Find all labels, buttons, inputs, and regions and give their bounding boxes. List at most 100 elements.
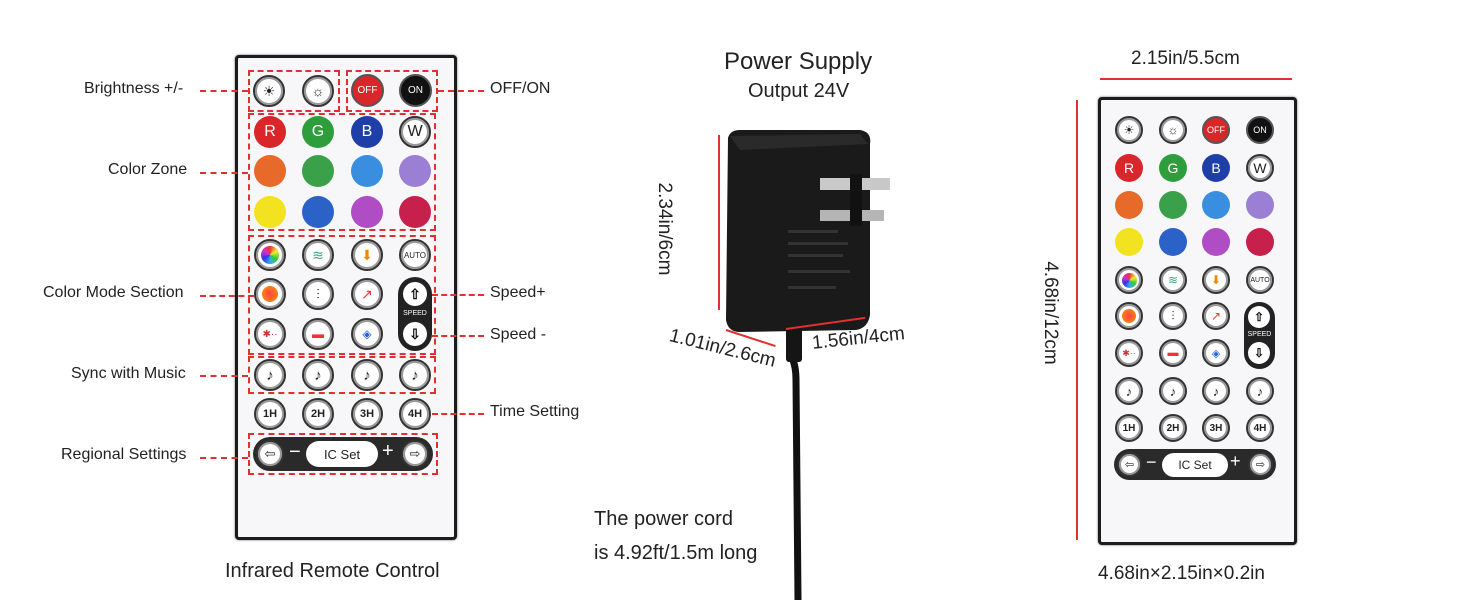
music-note-icon[interactable]: ♪ [1115,377,1143,405]
strobe-icon[interactable]: ✱·· [254,318,286,350]
blue2-button[interactable] [1159,228,1187,256]
green2-button[interactable] [302,155,334,187]
right-arrow-icon[interactable]: ⇨ [1248,452,1273,477]
brightness-up-icon[interactable]: ☀ [1115,116,1143,144]
white-button[interactable]: W [1246,154,1274,182]
timer-4h-button[interactable]: 4H [1246,414,1274,442]
flash-icon[interactable] [254,278,286,310]
equalizer-icon[interactable]: ⫶ [1159,302,1187,330]
speed-up-button[interactable]: ⇧ [403,282,427,306]
right-arrow-icon[interactable]: ⇨ [401,440,429,468]
speed-down-button[interactable]: ⇩ [403,322,427,346]
green-button[interactable]: G [302,116,334,148]
leader [200,90,248,92]
white-button[interactable]: W [399,116,431,148]
lavender-button[interactable] [399,155,431,187]
power-adapter [726,130,890,600]
sky-button[interactable] [351,155,383,187]
timer-3h-button[interactable]: 3H [1202,414,1230,442]
music-note-icon[interactable]: ♪ [302,359,334,391]
ic-set-button[interactable]: IC Set [306,441,378,467]
brightness-down-icon[interactable]: ☼ [302,75,334,107]
speed-control: ⇧ SPEED ⇩ [398,277,432,351]
wave-icon[interactable]: ≋ [302,239,334,271]
yellow-button[interactable] [1115,228,1143,256]
lavender-button[interactable] [1246,191,1274,219]
timer-1h-button[interactable]: 1H [254,398,286,430]
orange-button[interactable] [1115,191,1143,219]
timer-2h-button[interactable]: 2H [302,398,334,430]
violet-button[interactable] [351,196,383,228]
left-arrow-icon[interactable]: ⇦ [256,440,284,468]
auto-button[interactable]: AUTO [1246,266,1274,294]
music-note-icon[interactable]: ♪ [1246,377,1274,405]
auto-button[interactable]: AUTO [399,239,431,271]
green-button[interactable]: G [1159,154,1187,182]
equalizer-icon[interactable]: ⫶ [302,278,334,310]
speed-up-button[interactable]: ⇧ [1248,306,1270,328]
chase-icon[interactable]: ▬ [1159,339,1187,367]
music-note-icon[interactable]: ♪ [254,359,286,391]
leader [200,172,248,174]
ic-plus[interactable]: + [382,440,394,462]
leader [432,413,484,415]
power-title: Power Supply [724,48,873,75]
dim-adapter-height: 2.34in/6cm [654,182,675,276]
music-note-icon[interactable]: ♪ [1202,377,1230,405]
ic-plus[interactable]: + [1230,451,1241,471]
timer-2h-button[interactable]: 2H [1159,414,1187,442]
cord-text-2: is 4.92ft/1.5m long [594,542,758,564]
smooth-icon[interactable]: ◈ [351,318,383,350]
left-arrow-icon[interactable]: ⇦ [1117,452,1142,477]
timer-3h-button[interactable]: 3H [351,398,383,430]
color-wheel-icon[interactable] [1115,266,1143,294]
flash-icon[interactable] [1115,302,1143,330]
jump-icon[interactable]: ↗ [351,278,383,310]
timer-1h-button[interactable]: 1H [1115,414,1143,442]
sky-button[interactable] [1202,191,1230,219]
ic-minus[interactable]: − [289,441,301,463]
leader [432,294,484,296]
label-color-mode: Color Mode Section [43,284,184,301]
chase-icon[interactable]: ▬ [302,318,334,350]
speed-down-button[interactable]: ⇩ [1248,342,1270,364]
brightness-down-icon[interactable]: ☼ [1159,116,1187,144]
timer-4h-button[interactable]: 4H [399,398,431,430]
blue2-button[interactable] [302,196,334,228]
crimson-button[interactable] [1246,228,1274,256]
orange-button[interactable] [254,155,286,187]
speed-label: SPEED [403,310,427,317]
color-wheel-icon[interactable] [254,239,286,271]
music-note-icon[interactable]: ♪ [399,359,431,391]
ic-set-button[interactable]: IC Set [1162,453,1228,477]
ic-minus[interactable]: − [1146,452,1157,472]
music-note-icon[interactable]: ♪ [351,359,383,391]
speed-control: ⇧ SPEED ⇩ [1244,302,1275,369]
music-note-icon[interactable]: ♪ [1159,377,1187,405]
violet-button[interactable] [1202,228,1230,256]
green2-button[interactable] [1159,191,1187,219]
jump-icon[interactable]: ↗ [1202,302,1230,330]
strobe-icon[interactable]: ✱·· [1115,339,1143,367]
on-button[interactable]: ON [1246,116,1274,144]
off-button[interactable]: OFF [351,74,384,107]
label-brightness: Brightness +/- [84,80,184,97]
label-sync-music: Sync with Music [71,365,186,382]
wave-icon[interactable]: ≋ [1159,266,1187,294]
label-speed-plus: Speed+ [490,284,546,301]
fade-icon[interactable]: ⬇ [1202,266,1230,294]
off-button[interactable]: OFF [1202,116,1230,144]
red-button[interactable]: R [254,116,286,148]
brightness-up-icon[interactable]: ☀ [253,75,285,107]
dim-arrow [1076,100,1078,540]
crimson-button[interactable] [399,196,431,228]
fade-icon[interactable]: ⬇ [351,239,383,271]
yellow-button[interactable] [254,196,286,228]
cord-text-1: The power cord [594,508,733,530]
blue-button[interactable]: B [351,116,383,148]
on-button[interactable]: ON [399,74,432,107]
dim-remote-height: 4.68in/12cm [1040,261,1061,365]
blue-button[interactable]: B [1202,154,1230,182]
smooth-icon[interactable]: ◈ [1202,339,1230,367]
red-button[interactable]: R [1115,154,1143,182]
